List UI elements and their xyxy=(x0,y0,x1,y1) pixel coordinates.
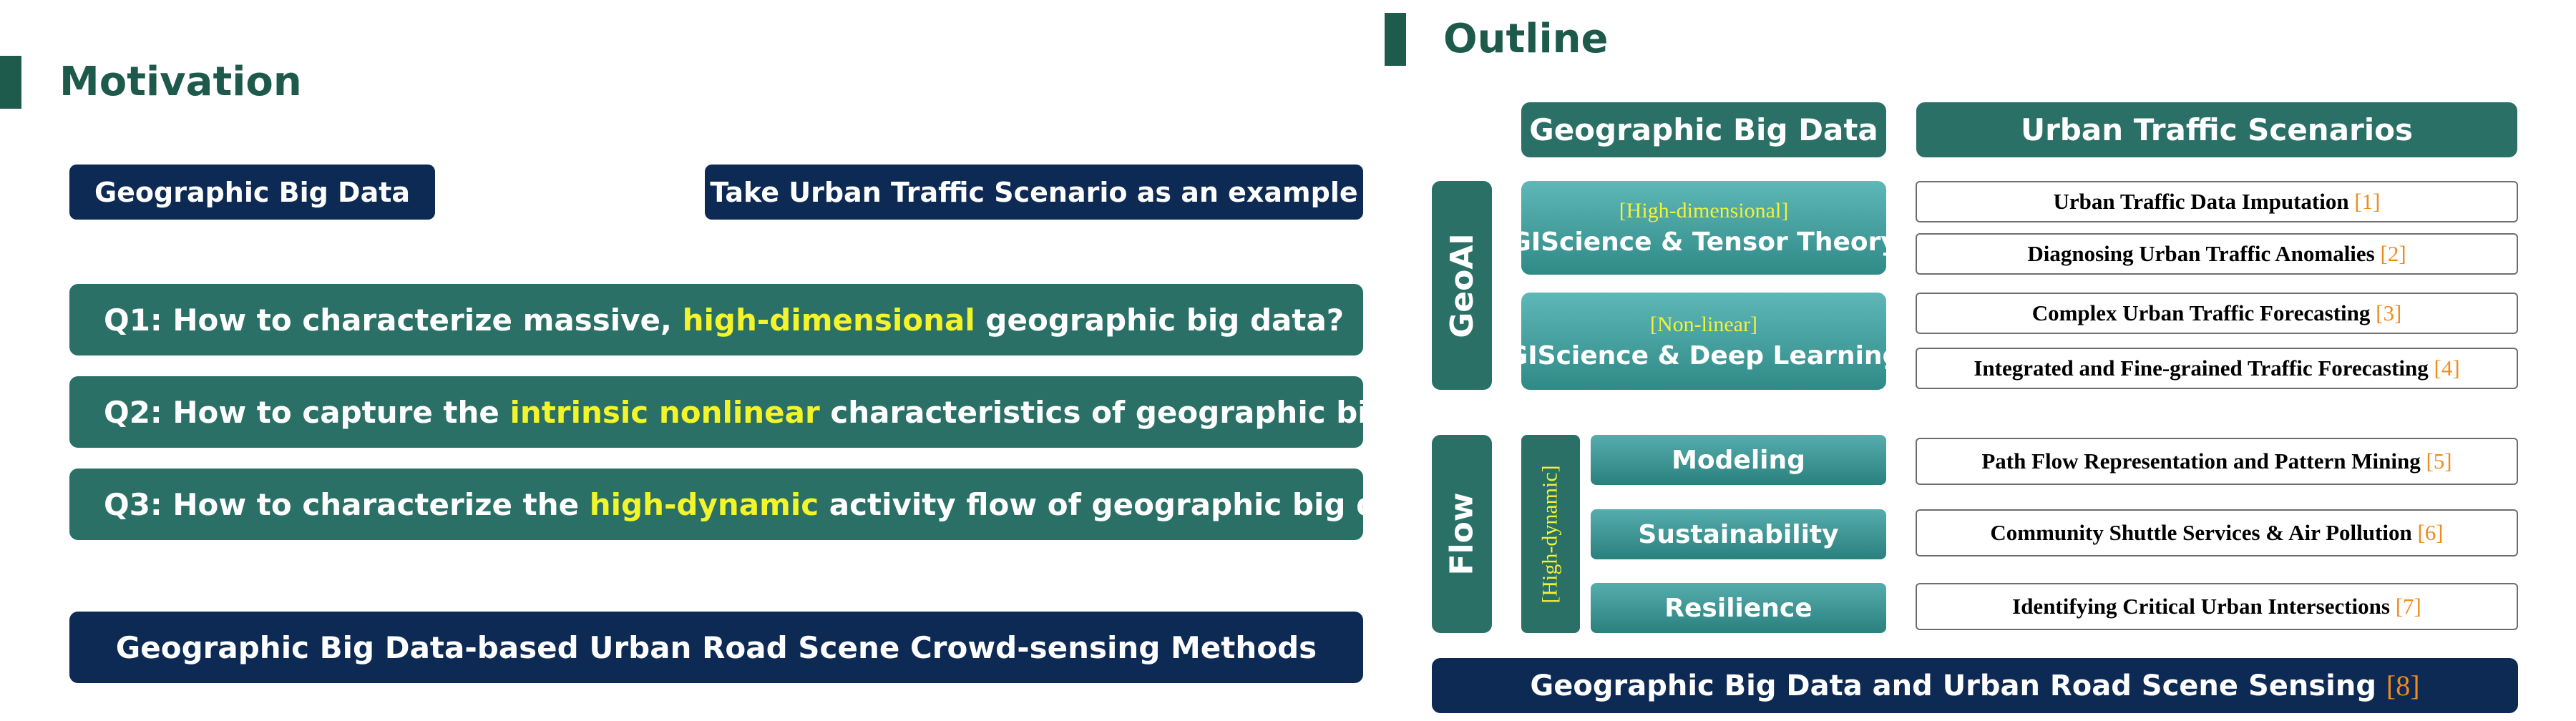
scenario-5-text: Path Flow Representation and Pattern Min… xyxy=(1981,448,2421,474)
geoai-box-tensor: [High-dimensional] GIScience & Tensor Th… xyxy=(1510,181,1898,275)
outline-conclusion: Geographic Big Data and Urban Road Scene… xyxy=(1432,658,2518,713)
outline-title: Outline xyxy=(1443,16,1609,62)
outline-header-geographic-big-data: Geographic Big Data xyxy=(1521,102,1886,157)
tag-urban-traffic-example: Take Urban Traffic Scenario as an exampl… xyxy=(705,165,1363,220)
scenario-3-text: Complex Urban Traffic Forecasting xyxy=(2031,300,2371,325)
scenario-2: Diagnosing Urban Traffic Anomalies [2] xyxy=(1916,233,2518,275)
scenario-3: Complex Urban Traffic Forecasting [3] xyxy=(1916,293,2518,334)
outline-header-urban-traffic: Urban Traffic Scenarios xyxy=(1916,102,2517,157)
outline-conclusion-ref: [8] xyxy=(2386,670,2420,702)
scenario-1-ref: [1] xyxy=(2354,189,2381,214)
scenario-5: Path Flow Representation and Pattern Min… xyxy=(1916,438,2518,485)
motivation-conclusion: Geographic Big Data-based Urban Road Sce… xyxy=(69,612,1363,683)
scenario-2-ref: [2] xyxy=(2380,241,2406,266)
question-2-pre: Q2: How to capture the xyxy=(104,394,510,430)
question-1-post: geographic big data? xyxy=(975,302,1345,338)
question-2-highlight: intrinsic nonlinear xyxy=(509,394,820,430)
question-1: Q1: How to characterize massive, high-di… xyxy=(69,284,1363,355)
scenario-4: Integrated and Fine-grained Traffic Fore… xyxy=(1916,348,2518,389)
scenario-6-text: Community Shuttle Services & Air Polluti… xyxy=(1990,520,2412,545)
geoai-side-panel: GeoAI xyxy=(1432,181,1492,390)
geoai-box-deep-learning-title: GIScience & Deep Learning xyxy=(1506,340,1901,371)
question-2: Q2: How to capture the intrinsic nonline… xyxy=(69,376,1494,448)
outline-conclusion-text: Geographic Big Data and Urban Road Scene… xyxy=(1530,669,2376,702)
geoai-box-deep-learning: [Non-linear] GIScience & Deep Learning xyxy=(1507,293,1901,390)
high-dimensional-tag: [High-dimensional] xyxy=(1619,199,1789,222)
question-3-pre: Q3: How to characterize the xyxy=(104,486,590,522)
motivation-title: Motivation xyxy=(59,59,302,105)
flow-box-sustainability: Sustainability xyxy=(1591,509,1886,559)
scenario-6-ref: [6] xyxy=(2417,520,2444,545)
tag-geographic-big-data: Geographic Big Data xyxy=(69,165,435,220)
scenario-4-text: Integrated and Fine-grained Traffic Fore… xyxy=(1974,355,2429,381)
flow-side-panel: Flow xyxy=(1432,435,1492,633)
geoai-box-tensor-title: GIScience & Tensor Theory xyxy=(1510,227,1898,257)
scenario-7-text: Identifying Critical Urban Intersections xyxy=(2012,594,2390,619)
motivation-accent-bar xyxy=(0,56,21,109)
scenario-1: Urban Traffic Data Imputation [1] xyxy=(1916,181,2518,222)
scenario-1-text: Urban Traffic Data Imputation xyxy=(2053,189,2349,214)
question-1-pre: Q1: How to characterize massive, xyxy=(104,302,683,338)
question-3-highlight: high-dynamic xyxy=(589,486,819,522)
flow-box-modeling: Modeling xyxy=(1591,435,1886,485)
question-3-post: activity flow of geographic big data? xyxy=(819,486,1450,522)
scenario-3-ref: [3] xyxy=(2376,300,2402,325)
scenario-7: Identifying Critical Urban Intersections… xyxy=(1916,583,2518,630)
outline-accent-bar xyxy=(1385,13,1406,66)
high-dynamic-panel: [High-dynamic] xyxy=(1521,435,1580,633)
high-dynamic-label: [High-dynamic] xyxy=(1538,464,1562,604)
scenario-4-ref: [4] xyxy=(2434,355,2460,381)
non-linear-tag: [Non-linear] xyxy=(1650,312,1757,336)
question-2-post: characteristics of geographic big data? xyxy=(819,394,1494,430)
flow-label: Flow xyxy=(1443,492,1480,576)
scenario-6: Community Shuttle Services & Air Polluti… xyxy=(1916,509,2518,556)
scenario-7-ref: [7] xyxy=(2395,594,2421,619)
question-3: Q3: How to characterize the high-dynamic… xyxy=(69,469,1450,540)
scenario-2-text: Diagnosing Urban Traffic Anomalies xyxy=(2027,241,2375,266)
flow-box-resilience: Resilience xyxy=(1591,583,1886,633)
question-1-highlight: high-dimensional xyxy=(682,302,975,338)
geoai-label: GeoAI xyxy=(1443,232,1480,338)
scenario-5-ref: [5] xyxy=(2426,448,2452,474)
